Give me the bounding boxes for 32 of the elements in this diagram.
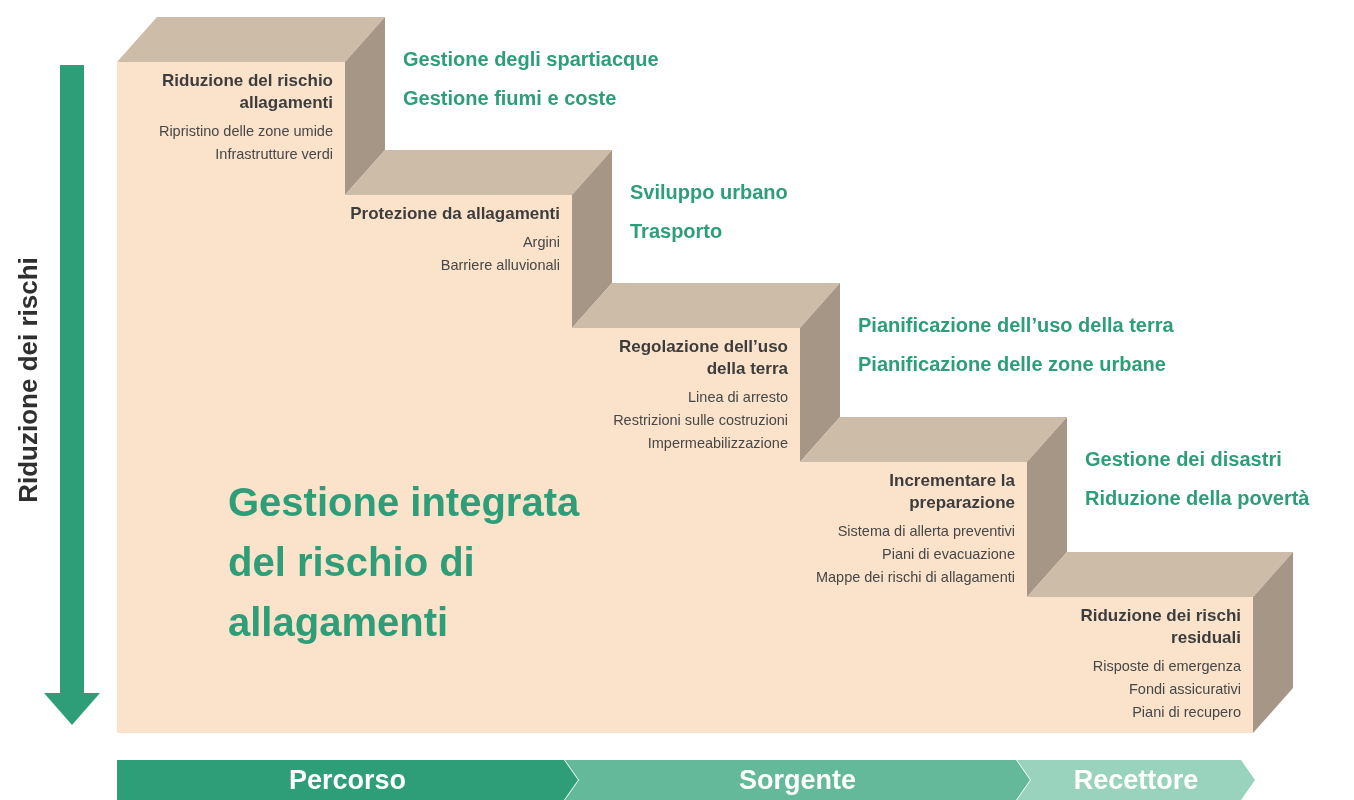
sector-label: Trasporto (630, 220, 723, 243)
measure-item: Piani di evacuazione (881, 545, 1015, 564)
measure-item: Ripristino delle zone umide (157, 122, 333, 141)
sector-label: Pianificazione delle zone urbane (858, 353, 1166, 376)
sector-label: Gestione fiumi e coste (403, 87, 617, 110)
measure-item: Risposte di emergenza (1091, 657, 1241, 676)
stair-step (1027, 597, 1253, 733)
measure-item: Argini (521, 233, 560, 252)
measure-item: Restrizioni sulle costruzioni (612, 411, 788, 430)
measure-item: Mappe dei rischi di allagamenti (814, 568, 1015, 587)
main-title: Gestione integrata del rischio di allagamenti (228, 479, 581, 646)
sector-label: Gestione dei disastri (1085, 448, 1282, 471)
sector-label: Pianificazione dell’uso della terra (858, 314, 1174, 337)
step-heading: Riduzione dei rischi residuali (1079, 605, 1241, 649)
measure-item: Piani di recupero (1131, 703, 1241, 722)
measure-item: Infrastrutture verdi (214, 145, 333, 164)
measure-item: Barriere alluvionali (439, 256, 560, 275)
sector-label: Riduzione della povertà (1085, 487, 1310, 510)
sector-label: Gestione degli spartiacque (403, 48, 659, 71)
measure-item: Fondi assicurativi (1128, 680, 1241, 699)
step-heading: Regolazione dell’uso della terra (617, 336, 788, 380)
sector-label: Sviluppo urbano (630, 181, 788, 204)
chevron-band: Percorso (117, 760, 578, 800)
measure-item: Sistema di allerta preventivi (836, 522, 1015, 541)
step-heading: Protezione da allagamenti (349, 203, 560, 225)
measure-item: Linea di arresto (687, 388, 788, 407)
step-heading: Riduzione del rischio allagamenti (161, 70, 333, 114)
axis-label: Riduzione dei rischi (12, 257, 44, 503)
chevron-band: Recettore (1017, 760, 1255, 800)
step-heading: Incrementare la preparazione (888, 470, 1015, 514)
measure-item: Impermeabilizzazione (646, 434, 788, 453)
chevron-band: Sorgente (565, 760, 1030, 800)
